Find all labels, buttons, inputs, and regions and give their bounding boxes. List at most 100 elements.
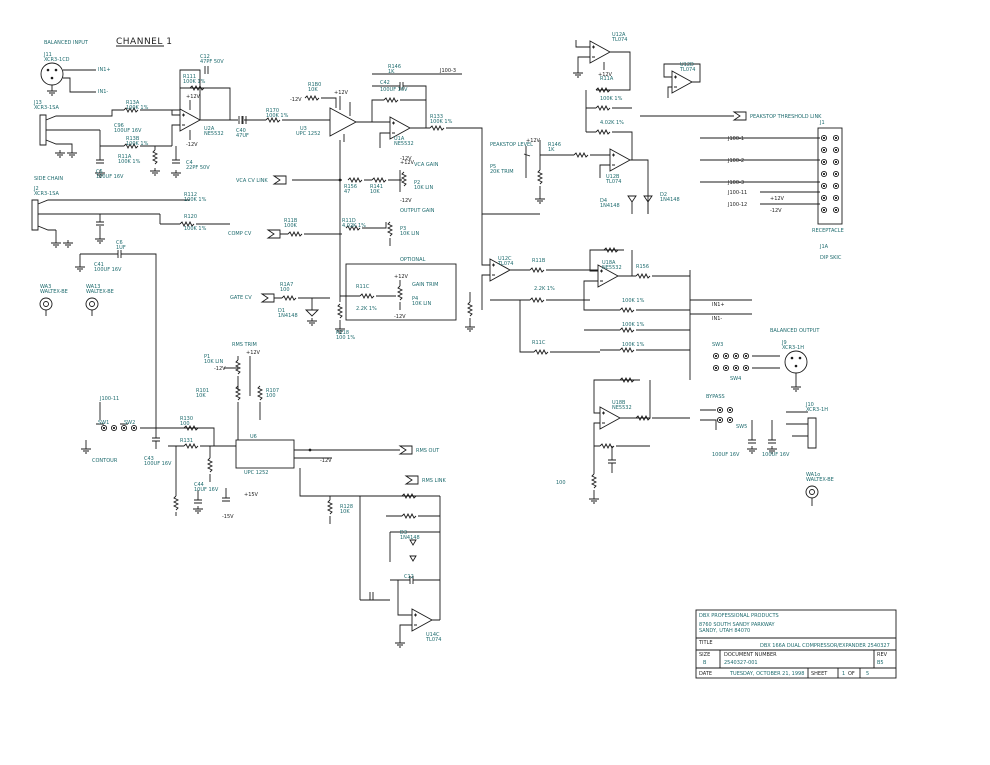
tb-title-label: TITLE [698,640,713,646]
j13-ref: J13 [33,100,42,106]
r11b-val: 100K [284,223,298,229]
j1-type: RECEPTACLE [812,228,844,234]
peakstop-level-label: PEAKSTOP LEVEL [490,142,533,148]
c42b-val: 100UF 16V [762,452,790,458]
c6-ref: C6 [116,240,123,246]
rms-chip-u6 [235,439,295,469]
tb-sheet: 1 [842,671,845,677]
minus12v-vcagain: -12V [400,198,412,204]
minus15v-u6: -15V [222,514,234,520]
plus12v-j1: +12V [770,196,785,202]
c4-ref: C4 [186,160,193,166]
j100-1-label: J100-1 [727,136,744,142]
u12a-ref: U12A [612,32,626,38]
r112-ref: R112 [184,192,197,198]
balanced-output-label: BALANCED OUTPUT [770,328,820,334]
tb-date: TUESDAY, OCTOBER 21, 1998 [729,671,804,677]
j2-type: XCR3-1SA [34,191,59,197]
p5-val: 20K TRIM [490,169,514,175]
wa13-lug [85,297,99,316]
p5-ref: P5 [490,164,496,170]
rms-trim-label: RMS TRIM [232,342,257,348]
r11d-val: 4.02K 1% [342,223,366,229]
u12c-type: TL074 [497,261,513,267]
u18b-type: NE5532 [612,405,632,411]
c44-val: 10UF 16V [194,487,219,493]
rms-out-label: RMS OUT [416,448,440,454]
r120-val: 100K 1% [184,226,207,232]
r146b-val: 1K [548,147,555,153]
side-chain-label: SIDE CHAIN [34,176,63,182]
u14c-ref: U14C [426,632,440,638]
r11c2-val: 2.2K 1% [534,286,555,292]
j2-ref: J2 [33,186,39,192]
d4-val: 1N4148 [600,203,620,209]
u14c-type: TL074 [425,637,441,643]
plus12v-vcagain: +12V [400,160,415,166]
sw5-ref: SW5 [736,424,747,430]
c41-ref: C41 [94,262,104,268]
r141-val: 10K [370,189,380,195]
r141-ref: R141 [370,184,383,190]
p4-ref: P4 [412,296,418,302]
r11c3-ref: R11C [532,340,546,346]
j10-type: XCR3-1H [806,407,828,413]
side-chain-jack [31,199,190,248]
r1a7-val: 100 [280,287,290,293]
j9-ref: J9 [781,340,787,346]
d2-val: 1N4148 [660,197,680,203]
r118-val: 100 1% [336,335,355,341]
j100-11-left: J100-11 [99,396,119,402]
vca-cv-link-label: VCA CV LINK [236,178,268,184]
wa13-ref: WA13 [86,284,100,290]
j10-ref: J10 [805,402,814,408]
u12b-ref: U12B [606,174,620,180]
receptacle-pins [820,134,840,214]
rms-link-label: RMS LINK [422,478,447,484]
u1a-ref: U1A [394,136,405,142]
wa13-type: WALTEX-BE [86,289,114,295]
optional-label: OPTIONAL [400,257,426,263]
tb-rev: B5 [877,660,884,666]
minus12v-vca: -12V [290,97,302,103]
c43-ref: C43 [144,456,154,462]
j9-type: XCR3-1H [782,345,804,351]
r11d2-val: 4.02K 1% [600,120,624,126]
wa3-lug [39,297,53,316]
r111-val: 100K 1% [183,79,206,85]
r101-val: 10K [196,393,206,399]
j100-12-label: J100-12 [727,202,747,208]
r13a-ref: R13A [126,100,140,106]
c44-ref: C44 [194,482,204,488]
r11b2-ref: R11B [532,258,546,264]
c5-ref: C5 [96,169,103,175]
plus12v-vca: +12V [334,90,349,96]
minus12v-u1a: -12V [400,156,412,162]
plus12v-rms: +12V [246,350,261,356]
minus12v-rms: -12V [214,366,226,372]
j11-ref: J11 [43,52,52,58]
r111-ref: R111 [183,74,196,80]
channel-title: CHANNEL 1 [116,37,172,47]
u3-type: UPC 1252 [296,131,320,137]
c96-ref: C96 [114,123,124,129]
p4-val: 10K LIN [412,301,431,307]
r156-ref: R156 [344,184,357,190]
gate-cv-label: GATE CV [230,295,252,301]
u2a-ref: U2A [204,126,215,132]
plus12v-u12a: +12V [598,72,613,78]
u12a-type: TL074 [611,37,627,43]
j100-3-top: J100-3 [439,68,456,74]
u18a-type: NE5532 [602,265,622,271]
minus12v-trim: -12V [394,314,406,320]
plus12v-pk: +12V [526,138,541,144]
minus12v-j1: -12V [770,208,782,214]
r1a7-ref: R1A7 [280,282,293,288]
d4-ref: D4 [600,198,607,204]
c42-val: 100UF 16V [380,87,408,93]
gain-trim-label: GAIN TRIM [412,282,438,288]
u18a-ref: U18A [602,260,616,266]
u12b-type: TL074 [605,179,621,185]
balanced-input-label: BALANCED INPUT [44,40,89,46]
